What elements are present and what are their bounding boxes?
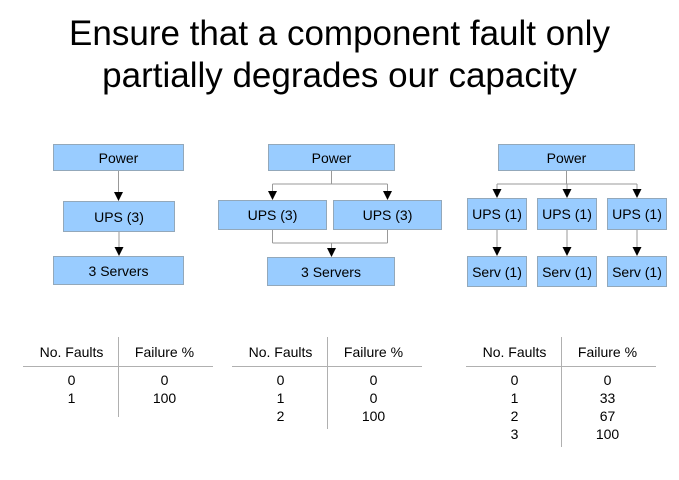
- cell-faults: 0: [67, 372, 76, 388]
- table-header-row: No. Faults Failure %: [25, 337, 211, 360]
- slide-title-line-1: Ensure that a component fault only: [69, 14, 610, 53]
- server-box: Serv (1): [467, 256, 527, 287]
- col-header-failure-pct: Failure %: [343, 344, 404, 360]
- col-header-failure-pct: Failure %: [577, 344, 638, 360]
- table-body: 0 0 1 100: [25, 371, 211, 407]
- cell-faults: 1: [67, 390, 76, 406]
- cell-failure-pct: 0: [160, 372, 169, 388]
- table-body: 0 0 1 0 2 100: [234, 371, 420, 425]
- servers-box: 3 Servers: [53, 256, 184, 285]
- table-row: 1 0: [234, 389, 420, 407]
- ups-box: UPS (1): [537, 198, 597, 230]
- slide-title-line-2: partially degrades our capacity: [102, 56, 577, 95]
- cell-failure-pct: 33: [599, 390, 616, 406]
- cell-failure-pct: 67: [599, 408, 616, 424]
- table-header-rule: [232, 366, 422, 367]
- col-header-no-faults: No. Faults: [482, 344, 547, 360]
- table-row: 1 33: [468, 389, 654, 407]
- cell-failure-pct: 100: [595, 426, 620, 442]
- ups-box: UPS (3): [333, 200, 442, 230]
- table-column-divider: [561, 337, 562, 447]
- table-column-divider: [118, 337, 119, 417]
- table-header-rule: [23, 366, 213, 367]
- ups-box: UPS (1): [467, 198, 527, 230]
- cell-failure-pct: 0: [369, 372, 378, 388]
- slide-title: Ensure that a component fault only parti…: [0, 13, 679, 97]
- ups-box: UPS (3): [63, 201, 175, 232]
- ups-box: UPS (3): [218, 200, 327, 230]
- table-column-divider: [327, 337, 328, 429]
- failure-table-serial: No. Faults Failure % 0 0 1 100: [23, 337, 213, 417]
- cell-faults: 0: [510, 372, 519, 388]
- server-box: Serv (1): [607, 256, 667, 287]
- failure-table-independent-chains: No. Faults Failure % 0 0 1 33 2 67 3 100: [466, 337, 656, 447]
- col-header-no-faults: No. Faults: [248, 344, 313, 360]
- cell-faults: 2: [276, 408, 285, 424]
- table-row: 2 100: [234, 407, 420, 425]
- table-header-row: No. Faults Failure %: [468, 337, 654, 360]
- cell-failure-pct: 100: [361, 408, 386, 424]
- cell-faults: 0: [276, 372, 285, 388]
- col-header-no-faults: No. Faults: [39, 344, 104, 360]
- failure-table-redundant-ups: No. Faults Failure % 0 0 1 0 2 100: [232, 337, 422, 429]
- table-header-row: No. Faults Failure %: [234, 337, 420, 360]
- server-box: Serv (1): [537, 256, 597, 287]
- power-box: Power: [498, 144, 635, 171]
- table-row: 3 100: [468, 425, 654, 443]
- table-body: 0 0 1 33 2 67 3 100: [468, 371, 654, 443]
- cell-failure-pct: 0: [603, 372, 612, 388]
- table-row: 0 0: [468, 371, 654, 389]
- ups-box: UPS (1): [607, 198, 667, 230]
- power-box: Power: [268, 144, 395, 171]
- table-row: 0 0: [25, 371, 211, 389]
- power-box: Power: [53, 144, 184, 171]
- col-header-failure-pct: Failure %: [134, 344, 195, 360]
- cell-failure-pct: 100: [152, 390, 177, 406]
- table-row: 1 100: [25, 389, 211, 407]
- cell-faults: 1: [276, 390, 285, 406]
- table-row: 0 0: [234, 371, 420, 389]
- cell-faults: 3: [510, 426, 519, 442]
- table-row: 2 67: [468, 407, 654, 425]
- cell-faults: 1: [510, 390, 519, 406]
- table-header-rule: [466, 366, 656, 367]
- cell-failure-pct: 0: [369, 390, 378, 406]
- cell-faults: 2: [510, 408, 519, 424]
- servers-box: 3 Servers: [267, 257, 395, 286]
